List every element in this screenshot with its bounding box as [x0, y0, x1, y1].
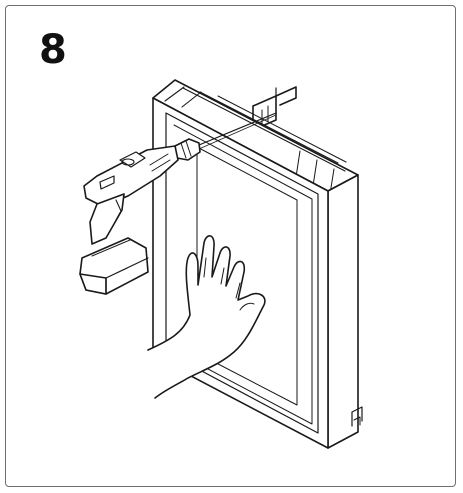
step-number: 8 [39, 27, 67, 73]
wall-bracket-icon [252, 86, 297, 131]
drill-icon [79, 112, 277, 295]
cabinet-icon [152, 79, 363, 449]
hand-icon [147, 235, 266, 399]
